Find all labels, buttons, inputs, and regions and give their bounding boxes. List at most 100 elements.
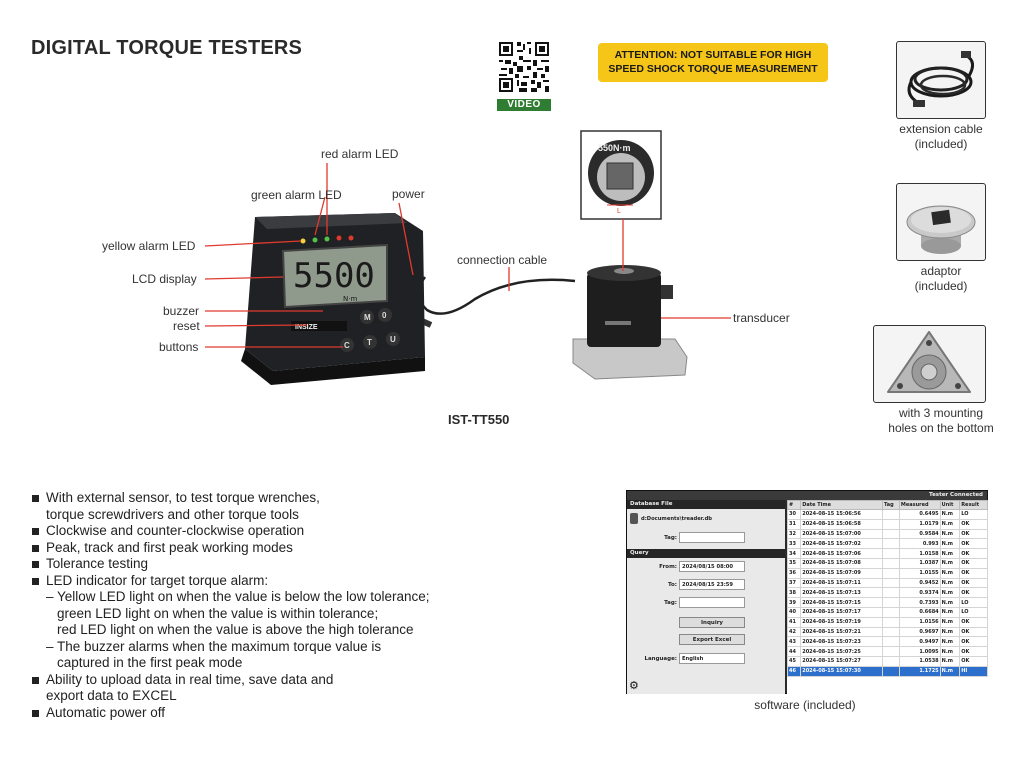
column-header[interactable]: Result	[959, 500, 988, 510]
bullet-square-icon	[32, 495, 39, 502]
table-cell: OK	[959, 557, 988, 569]
key-label: T	[367, 338, 372, 347]
database-path-row: d:Documents\treader.db	[627, 509, 785, 529]
cable-icon	[907, 51, 974, 107]
table-cell: 2024-08-15 15:07:06	[800, 548, 883, 559]
table-cell: 2024-08-15 15:07:30	[800, 665, 883, 677]
table-cell: 0.9584	[898, 528, 941, 540]
column-header[interactable]: #	[786, 500, 802, 510]
table-cell: 2024-08-15 15:06:56	[800, 509, 883, 520]
table-cell: N.m	[939, 587, 961, 599]
adaptor-icon	[906, 205, 976, 254]
table-cell	[882, 577, 900, 589]
extension-cable-image	[896, 41, 986, 119]
feature-text: red LED light on when the value is above…	[57, 622, 414, 637]
language-select[interactable]: English	[679, 653, 745, 664]
to-date-input[interactable]: 2024/08/15 23:59	[679, 579, 745, 590]
mounting-plate-caption: with 3 mounting holes on the bottom	[868, 406, 1014, 436]
table-cell: 30	[786, 509, 802, 520]
inquiry-button[interactable]: Inquiry	[679, 617, 745, 628]
tag-input[interactable]	[679, 532, 745, 543]
tag-label: Tag:	[664, 535, 677, 541]
language-row: Language: English	[627, 650, 785, 668]
lcd-unit: N·m	[343, 295, 357, 303]
feature-text: Ability to upload data in real time, sav…	[46, 671, 334, 687]
table-cell: 2024-08-15 15:06:58	[800, 518, 883, 530]
table-cell: 1.0158	[898, 548, 941, 559]
feature-text: LED indicator for target torque alarm:	[46, 572, 269, 588]
dash-icon: –	[46, 589, 54, 604]
table-cell: OK	[959, 548, 988, 559]
column-header[interactable]: Measured	[898, 500, 941, 510]
extension-cable-caption: extension cable (included)	[868, 122, 1014, 152]
feature-text: Peak, track and first peak working modes	[46, 539, 293, 555]
table-cell	[882, 528, 900, 540]
table-cell: 1.0387	[898, 557, 941, 569]
column-header[interactable]: Unit	[939, 500, 961, 510]
query-tag-label: Tag:	[664, 600, 677, 606]
gear-icon[interactable]: ⚙	[629, 679, 639, 692]
table-cell: 2024-08-15 15:07:13	[800, 587, 883, 599]
key-0-button	[378, 308, 392, 322]
green-led-leader	[314, 196, 326, 236]
from-date-input[interactable]: 2024/08/15 08:00	[679, 561, 745, 572]
feature-text: export data to EXCEL	[46, 688, 177, 703]
key-label: M	[364, 313, 371, 322]
lcd-leader	[204, 276, 284, 280]
adaptor-caption: adaptor (included)	[868, 264, 1014, 294]
transducer-body	[587, 273, 661, 347]
table-cell: 35	[786, 557, 802, 569]
yellow-led-icon	[300, 238, 306, 244]
feature-continuation: red LED light on when the value is above…	[29, 622, 499, 639]
reset-label: reset	[173, 319, 200, 333]
model-number: IST-TT550	[448, 412, 510, 427]
table-cell: 39	[786, 597, 802, 608]
video-qr-code[interactable]: VIDEO	[497, 40, 551, 111]
red-led-label: red alarm LED	[321, 147, 399, 161]
table-cell	[882, 567, 900, 579]
column-header[interactable]: Tag	[882, 500, 900, 510]
query-tag-input[interactable]	[679, 597, 745, 608]
feature-item: Clockwise and counter-clockwise operatio…	[29, 523, 499, 540]
table-cell: OK	[959, 538, 988, 550]
lcd-screen	[281, 243, 388, 309]
table-cell	[882, 509, 900, 520]
brand-logo: INSIZE	[295, 324, 318, 331]
table-cell: N.m	[939, 626, 961, 638]
table-cell: 32	[786, 528, 802, 540]
export-excel-button[interactable]: Export Excel	[679, 634, 745, 645]
table-cell: N.m	[939, 597, 961, 608]
table-cell: OK	[959, 646, 988, 657]
table-cell: N.m	[939, 665, 961, 677]
table-cell: HI	[959, 665, 988, 677]
column-header[interactable]: Date Time	[800, 500, 883, 510]
feature-continuation: torque screwdrivers and other torque too…	[29, 507, 499, 524]
table-cell: N.m	[939, 518, 961, 530]
dash-icon: –	[46, 638, 54, 654]
from-row: From: 2024/08/15 08:00	[627, 558, 785, 576]
table-cell	[882, 636, 900, 648]
table-cell: 34	[786, 548, 802, 559]
table-cell: OK	[959, 626, 988, 638]
table-cell: N.m	[939, 577, 961, 589]
transducer-base	[572, 338, 688, 380]
caption-line: holes on the bottom	[888, 421, 994, 435]
